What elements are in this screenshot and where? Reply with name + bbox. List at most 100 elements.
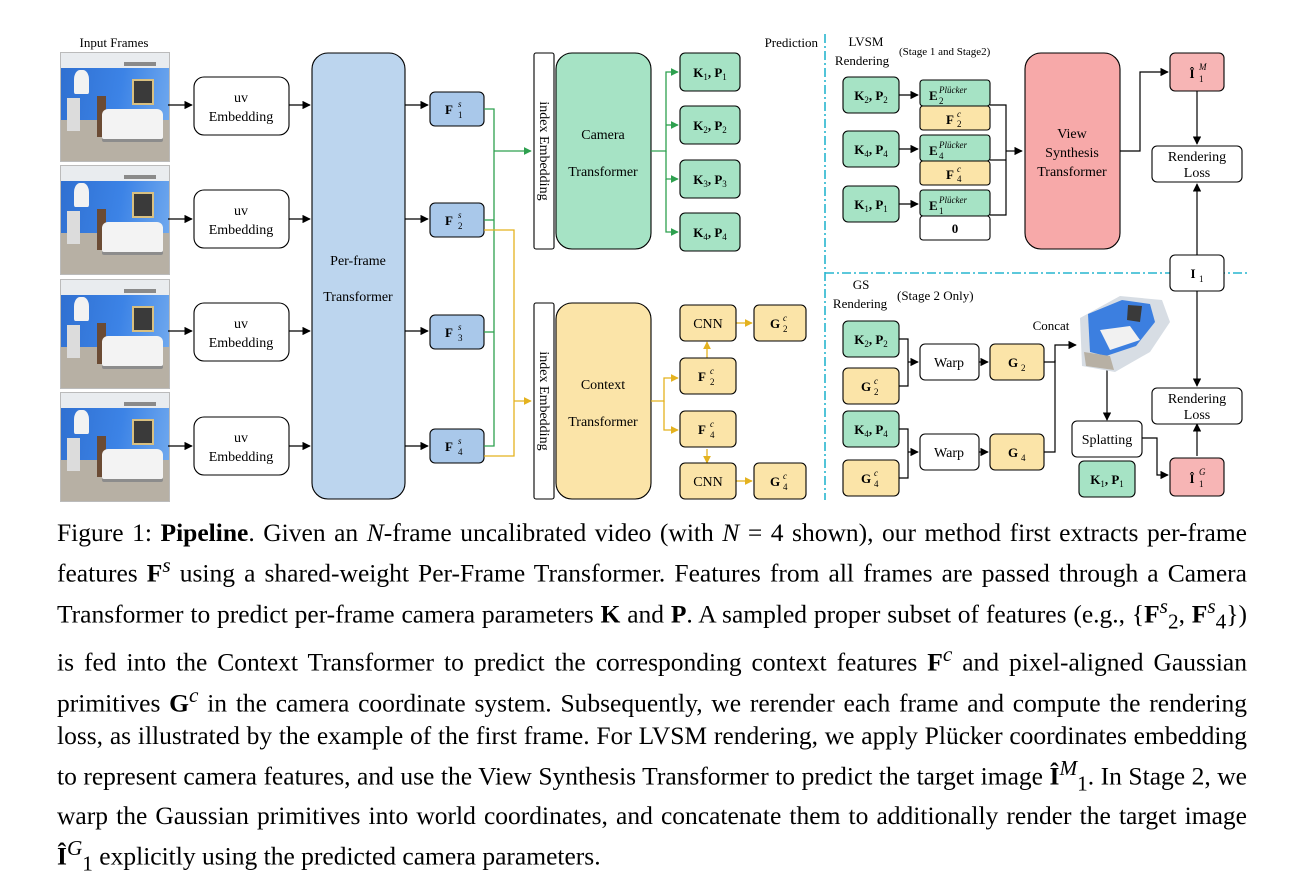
svg-text:G: G [1008, 355, 1018, 370]
svg-text:index Embedding: index Embedding [536, 351, 551, 450]
gaussian-world-4: G 4 [989, 433, 1045, 471]
svg-text:Per-frame: Per-frame [330, 254, 386, 269]
target-image-g: Î G 1 [1169, 457, 1225, 497]
camera-output-4: K4, P4 [679, 212, 741, 252]
svg-text:c: c [957, 109, 961, 119]
lvsm-zero-box: 0 [919, 215, 991, 241]
lvsm-context-2: F c 2 [919, 105, 991, 131]
svg-text:4: 4 [874, 479, 879, 489]
svg-text:K4, P4: K4, P4 [693, 225, 727, 242]
svg-text:Warp: Warp [934, 446, 964, 461]
svg-text:Transformer: Transformer [323, 290, 393, 305]
svg-text:c: c [874, 468, 878, 478]
svg-text:4: 4 [710, 430, 715, 440]
svg-text:1: 1 [458, 110, 463, 120]
index-embedding-context: index Embedding [533, 302, 555, 500]
svg-text:F: F [445, 102, 453, 117]
svg-text:I: I [1190, 266, 1195, 281]
svg-text:Embedding: Embedding [209, 450, 274, 465]
svg-text:2: 2 [783, 324, 788, 334]
plucker-1: E Plücker 1 [919, 189, 991, 217]
svg-text:c: c [957, 164, 961, 174]
concat-label: Concat [1033, 318, 1070, 333]
feature-s-2: F s 2 [429, 202, 485, 238]
uv-embedding-1: uv Embedding [193, 76, 290, 136]
svg-text:c: c [710, 366, 714, 376]
svg-text:Synthesis: Synthesis [1045, 146, 1099, 161]
svg-text:Transformer: Transformer [568, 165, 638, 180]
svg-text:Loss: Loss [1184, 166, 1210, 181]
target-image-m: Î M 1 [1169, 52, 1225, 92]
context-feature-links [484, 229, 532, 457]
svg-text:F: F [445, 439, 453, 454]
svg-text:Î: Î [1189, 471, 1194, 486]
svg-text:4: 4 [1021, 453, 1026, 463]
svg-text:c: c [710, 419, 714, 429]
lvsm-camera-4: K4, P4 [842, 130, 900, 168]
svg-text:s: s [458, 322, 462, 332]
svg-text:F: F [445, 213, 453, 228]
svg-text:G: G [1008, 445, 1018, 460]
caption-text: Figure 1: Pipeline. Given an N-frame unc… [57, 518, 1247, 876]
feature-s-4: F s 4 [429, 428, 485, 464]
svg-text:2: 2 [957, 119, 962, 129]
svg-text:4: 4 [458, 447, 463, 457]
uv-embedding-2: uv Embedding [193, 189, 290, 249]
svg-text:Transformer: Transformer [1037, 165, 1107, 180]
svg-text:Î: Î [1189, 66, 1194, 81]
svg-text:K4, P4: K4, P4 [854, 142, 888, 159]
svg-text:Context: Context [581, 378, 625, 393]
svg-text:s: s [458, 436, 462, 446]
svg-text:3: 3 [458, 333, 463, 343]
svg-text:Transformer: Transformer [568, 415, 638, 430]
svg-text:K2, P2: K2, P2 [854, 88, 888, 105]
svg-text:K4, P4: K4, P4 [854, 422, 888, 439]
svg-text:2: 2 [874, 387, 879, 397]
camera-output-3: K3, P3 [679, 159, 741, 199]
svg-text:4: 4 [939, 151, 944, 161]
camera-transformer: Camera Transformer [555, 52, 652, 250]
camera-output-1: K1, P1 [679, 52, 741, 92]
svg-text:s: s [458, 210, 462, 220]
splatting-box: Splatting [1071, 420, 1143, 458]
svg-text:2: 2 [1021, 363, 1026, 373]
svg-text:CNN: CNN [693, 475, 723, 490]
input-frame-1 [60, 52, 170, 162]
context-feature-4: F c 4 [679, 410, 737, 448]
gs-rendering-label-2: Rendering [833, 296, 888, 311]
svg-text:Loss: Loss [1184, 408, 1210, 423]
context-feature-2: F c 2 [679, 357, 737, 395]
uv-embedding-4: uv Embedding [193, 416, 290, 476]
svg-text:Plücker: Plücker [938, 195, 967, 205]
svg-text:c: c [783, 471, 787, 481]
svg-text:Camera: Camera [581, 128, 625, 143]
svg-text:2: 2 [710, 377, 715, 387]
svg-text:1: 1 [1199, 74, 1204, 84]
svg-text:Rendering: Rendering [1168, 150, 1226, 165]
lvsm-rendering-label-2: Rendering [835, 53, 890, 68]
svg-text:Plücker: Plücker [938, 140, 967, 150]
uv-embedding-3: uv Embedding [193, 302, 290, 362]
svg-text:K2, P2: K2, P2 [693, 118, 727, 135]
splat-camera: K1, P1 [1078, 460, 1136, 498]
gs-gaussian-c-4: G c 4 [842, 459, 900, 497]
input-frame-2 [60, 165, 170, 275]
svg-text:G: G [1199, 467, 1206, 477]
camera-output-2: K2, P2 [679, 105, 741, 145]
feature-s-3: F s 3 [429, 314, 485, 350]
lvsm-camera-2: K2, P2 [842, 76, 900, 114]
svg-text:2: 2 [939, 96, 944, 106]
input-frames-label: Input Frames [80, 35, 149, 50]
svg-text:F: F [698, 422, 706, 437]
svg-text:4: 4 [957, 174, 962, 184]
point-cloud-image [1080, 296, 1170, 372]
svg-text:G: G [861, 379, 871, 394]
svg-text:F: F [946, 112, 954, 127]
gs-gaussian-c-2: G c 2 [842, 367, 900, 405]
ground-truth-image: I 1 [1169, 254, 1225, 292]
svg-text:2: 2 [458, 221, 463, 231]
cnn-box-bottom: CNN [679, 462, 737, 500]
gaussian-world-2: G 2 [989, 343, 1045, 381]
svg-text:M: M [1198, 62, 1207, 72]
lvsm-rendering-label: LVSM [849, 34, 884, 49]
